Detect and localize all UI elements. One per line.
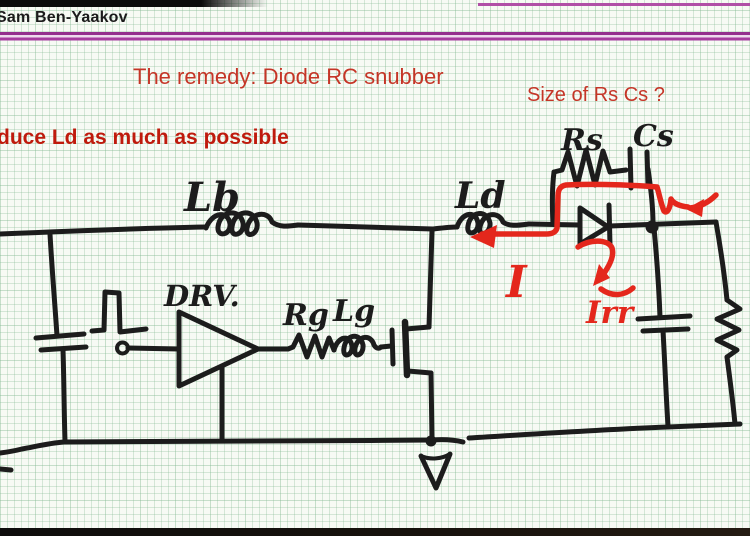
- top-magenta-pinstripe: [478, 3, 750, 6]
- reduce-ld-note: duce Ld as much as possible: [0, 126, 289, 149]
- label-boost-inductor: Lb: [183, 174, 240, 221]
- ground-arrow-top: [419, 452, 452, 461]
- boost-inductor-coil: [203, 210, 301, 237]
- pulse-waveform-icon: [89, 289, 149, 335]
- label-reverse-recovery-current: Irr: [585, 295, 636, 331]
- gate-lead-wire: [378, 343, 394, 350]
- label-snubber-resistor: Rs: [560, 123, 603, 158]
- bottom-left-edge-tick: [0, 466, 14, 473]
- bottom-bus-wire-left: [0, 437, 466, 456]
- red-arrowhead-right: [686, 199, 704, 217]
- mosfet-drain-pillar: [426, 228, 435, 330]
- diode-triangle: [577, 205, 611, 247]
- mosfet-gate-bar: [389, 327, 396, 367]
- label-snubber-capacitor: Cs: [633, 119, 674, 154]
- snubber-capacitor-plate-left: [627, 146, 634, 191]
- label-current: I: [504, 257, 528, 308]
- snubber-left-wire: [549, 169, 557, 227]
- input-cap-bottom-wire: [60, 347, 68, 444]
- bottom-black-bar: [0, 528, 750, 536]
- red-arrowhead-left: [470, 225, 497, 248]
- gate-resistor-zigzag: [285, 332, 337, 360]
- magenta-divider-rule: [0, 32, 750, 41]
- output-cap-top-wire: [651, 225, 663, 320]
- red-current-path: [479, 181, 691, 237]
- mosfet-drain-hook: [403, 324, 432, 332]
- ground-arrow: [418, 451, 453, 491]
- label-gate-inductor: Lg: [332, 294, 375, 329]
- diode-cathode-wire: [607, 219, 719, 229]
- output-cap-plate-top: [635, 313, 693, 322]
- top-bus-wire-left: [0, 224, 209, 237]
- driver-input-wire: [125, 345, 182, 352]
- driver-triangle: [176, 309, 261, 389]
- output-cap-bottom-wire: [660, 328, 671, 429]
- top-black-bar: [0, 0, 268, 7]
- output-cap-plate-bottom: [640, 326, 691, 334]
- snubber-size-question: Size of Rs Cs ?: [527, 84, 665, 106]
- irr-hook-arrow: [575, 238, 616, 283]
- input-cap-top-wire: [47, 231, 60, 339]
- right-bus-wire: [713, 219, 730, 303]
- parasitic-inductor-coil: [454, 211, 532, 236]
- input-cap-plate-top: [33, 331, 87, 341]
- mosfet-source-pillar: [428, 370, 435, 442]
- mosfet-source-hook: [405, 368, 434, 376]
- irr-arrowhead: [593, 264, 610, 286]
- label-driver: DRV.: [163, 279, 240, 313]
- label-gate-resistor: Rg: [282, 298, 329, 333]
- slide-title: The remedy: Diode RC snubber: [133, 64, 444, 89]
- load-bottom-wire: [724, 354, 738, 427]
- label-parasitic-inductor: Ld: [454, 175, 505, 217]
- bottom-bus-wire-right: [466, 421, 743, 441]
- snubber-resistor-zigzag: [551, 147, 629, 189]
- load-resistor-zigzag: [714, 297, 743, 360]
- gate-inductor-coil: [331, 333, 384, 358]
- irr-arrow-flick: [598, 285, 636, 298]
- top-bus-wire-mid: [295, 222, 460, 232]
- author-name: Sam Ben-Yaakov: [0, 9, 128, 26]
- snubber-right-wire: [645, 166, 656, 228]
